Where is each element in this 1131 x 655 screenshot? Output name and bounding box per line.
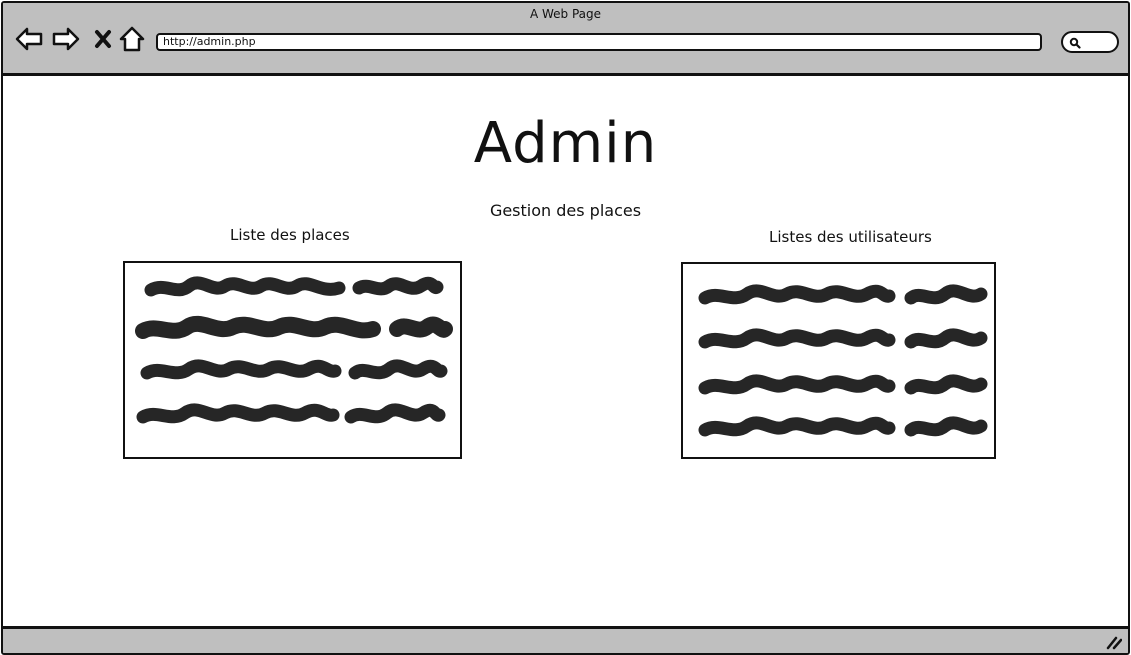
search-icon: [1069, 37, 1081, 49]
page-title: Admin: [473, 111, 658, 176]
status-bar: [3, 626, 1128, 653]
window-title: A Web Page: [529, 7, 602, 21]
places-list-placeholder-text: [135, 276, 453, 424]
users-list-label: Listes des utilisateurs: [769, 228, 932, 246]
close-icon: [95, 30, 111, 48]
forward-arrow-icon: [52, 27, 80, 51]
users-list[interactable]: [681, 262, 996, 459]
address-bar[interactable]: http://admin.php: [156, 33, 1042, 51]
section-subtitle: Gestion des places: [489, 201, 642, 220]
stop-button[interactable]: [89, 25, 117, 53]
back-button[interactable]: [15, 25, 43, 53]
resize-grip-icon[interactable]: [1106, 636, 1122, 650]
forward-button[interactable]: [52, 25, 80, 53]
users-list-placeholder-text: [698, 284, 988, 437]
home-icon: [119, 26, 145, 52]
browser-toolbar: A Web Page http://admin.php: [3, 3, 1128, 76]
places-list[interactable]: [123, 261, 462, 459]
search-field[interactable]: [1061, 31, 1119, 53]
places-list-label: Liste des places: [230, 226, 350, 244]
home-button[interactable]: [118, 25, 146, 53]
back-arrow-icon: [15, 27, 43, 51]
